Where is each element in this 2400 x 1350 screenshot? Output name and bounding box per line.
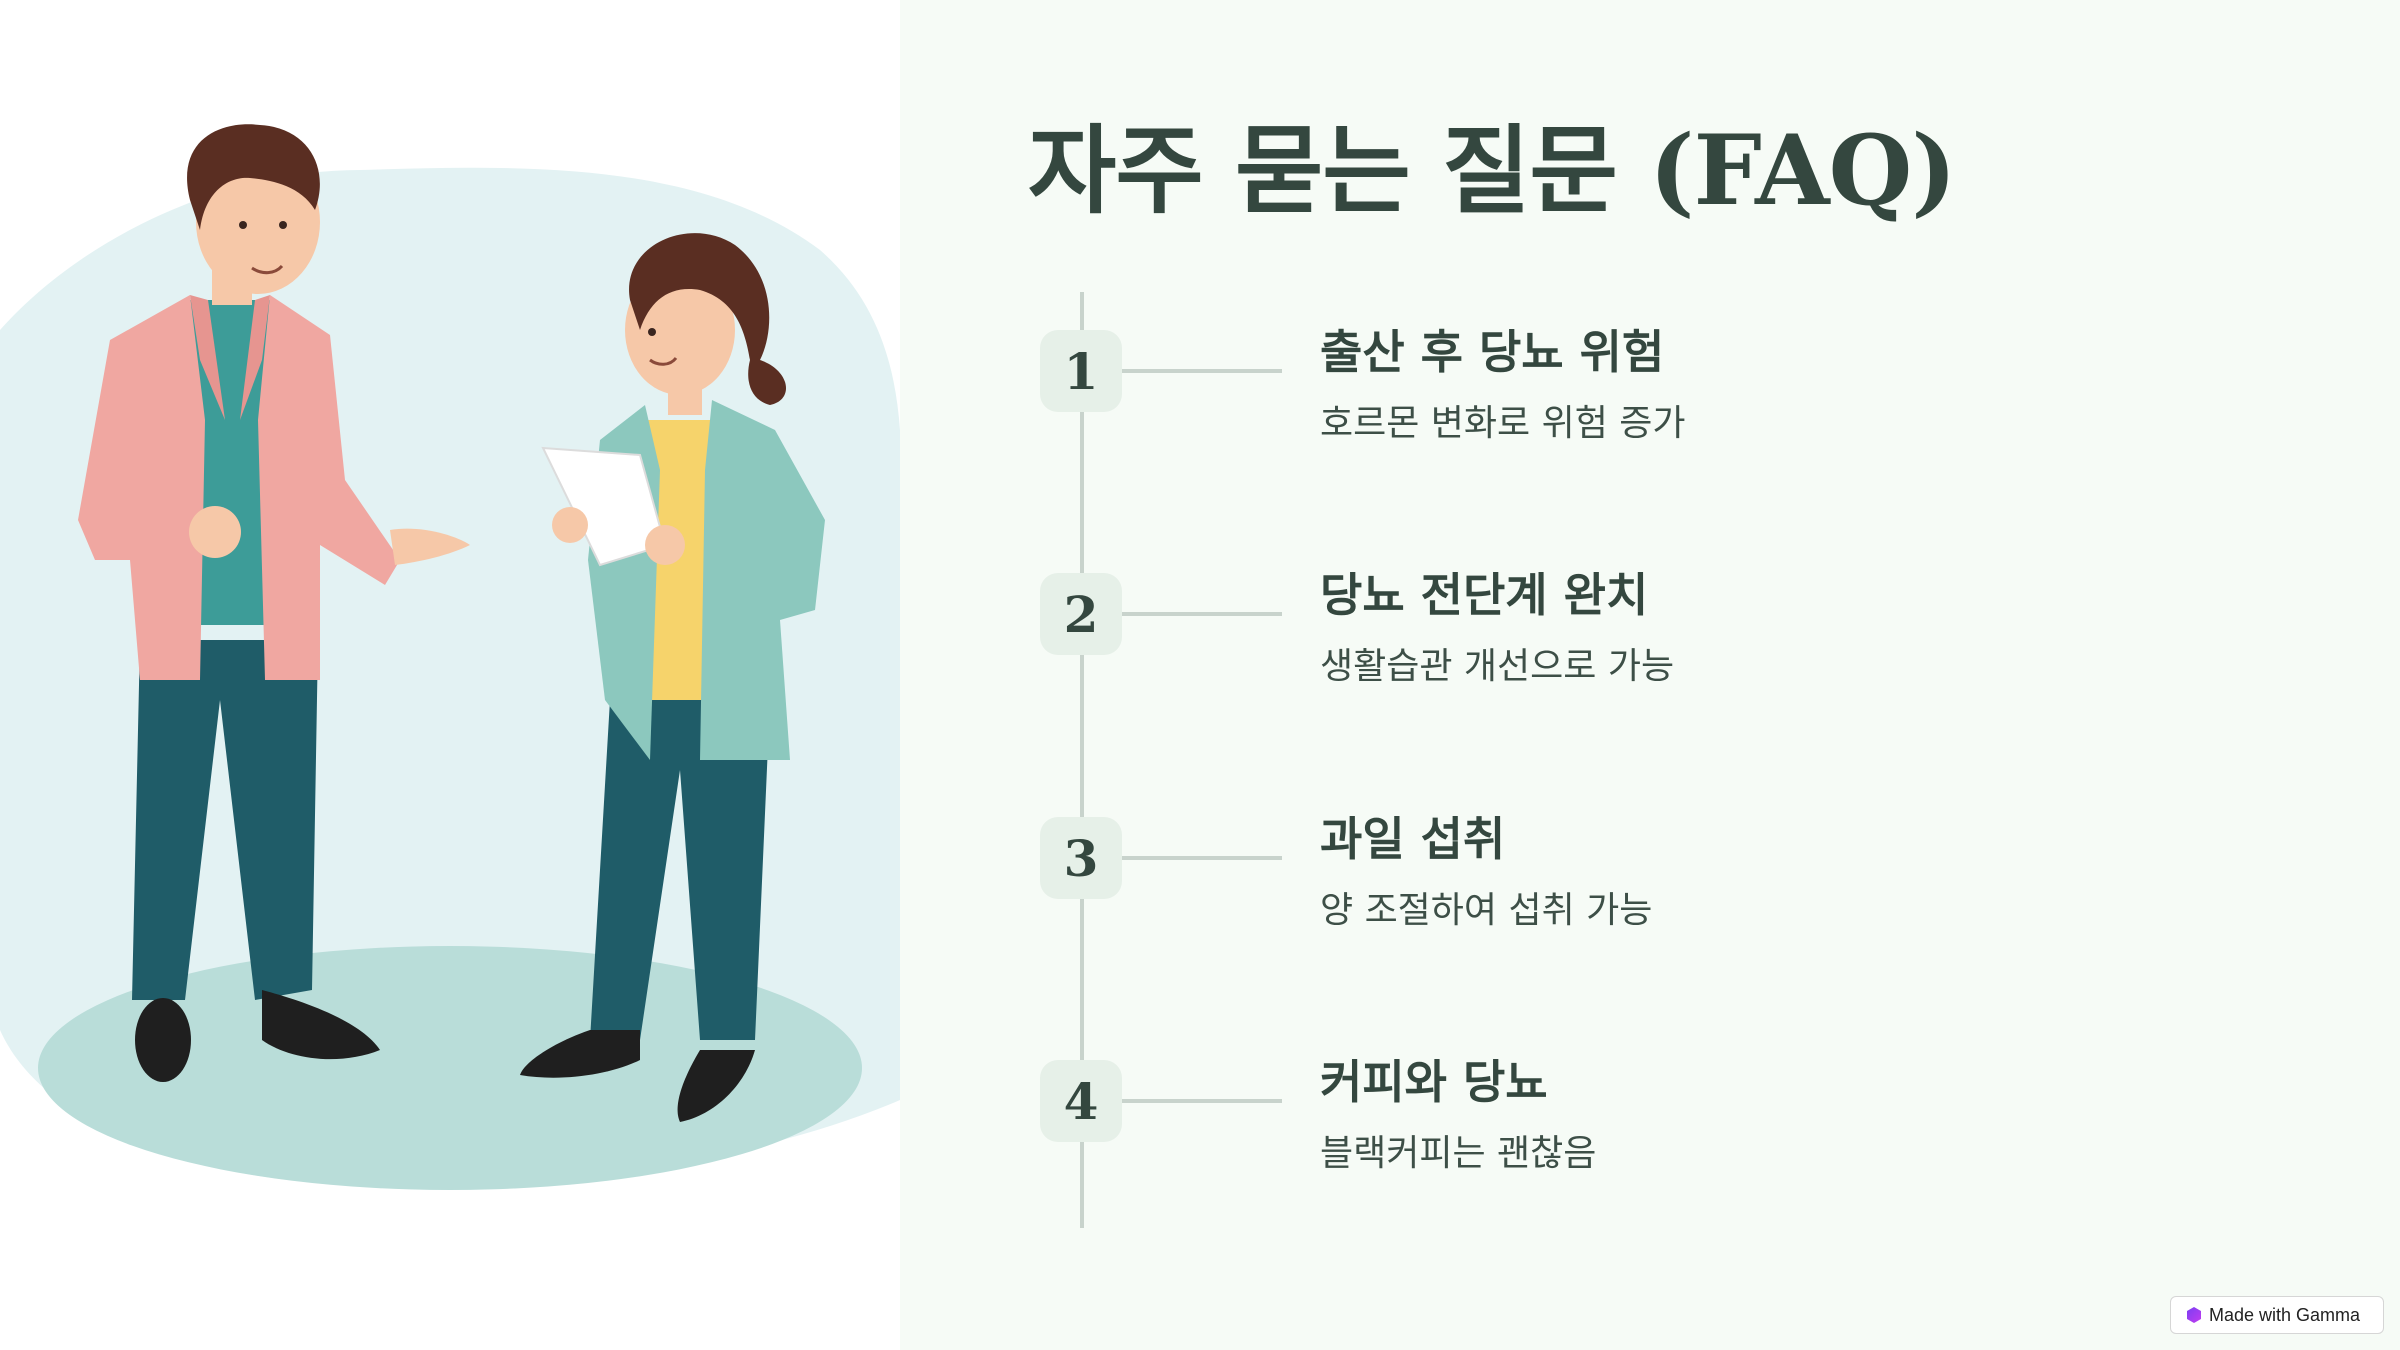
faq-question: 커피와 당뇨 [1320, 1055, 1548, 1109]
woman-figure [520, 233, 825, 1122]
faq-question: 당뇨 전단계 완치 [1320, 568, 1649, 622]
faq-answer: 호르몬 변화로 위험 증가 [1320, 403, 1686, 444]
faq-item-3: 3 과일 섭취 양 조절하여 섭취 가능 [1040, 812, 2240, 997]
faq-number-badge: 3 [1040, 817, 1122, 899]
faq-answer: 양 조절하여 섭취 가능 [1320, 890, 1653, 931]
faq-item-4: 4 커피와 당뇨 블랙커피는 괜찮음 [1040, 1055, 2240, 1240]
timeline-connector [1122, 369, 1282, 373]
faq-answer: 블랙커피는 괜찮음 [1320, 1133, 1597, 1174]
faq-item-2: 2 당뇨 전단계 완치 생활습관 개선으로 가능 [1040, 568, 2240, 753]
faq-question: 출산 후 당뇨 위험 [1320, 325, 1665, 379]
illustration-panel [0, 0, 900, 1350]
man-figure [78, 124, 470, 1082]
faq-question: 과일 섭취 [1320, 812, 1506, 866]
page-title: 자주 묻는 질문 (FAQ) [1028, 114, 1957, 227]
timeline-connector [1122, 1099, 1282, 1103]
faq-item-1: 1 출산 후 당뇨 위험 호르몬 변화로 위험 증가 [1040, 325, 2240, 510]
ground-shadow [38, 946, 862, 1190]
faq-number-badge: 4 [1040, 1060, 1122, 1142]
faq-answer: 생활습관 개선으로 가능 [1320, 646, 1675, 687]
timeline-connector [1122, 612, 1282, 616]
gamma-badge-label: Made with Gamma [2209, 1304, 2361, 1325]
gamma-logo-icon [2187, 1307, 2201, 1323]
doctor-patient-illustration [0, 124, 900, 1190]
faq-number-badge: 1 [1040, 330, 1122, 412]
timeline-connector [1122, 856, 1282, 860]
faq-content: 자주 묻는 질문 (FAQ) 1 출산 후 당뇨 위험 호르몬 변화로 위험 증… [900, 0, 2400, 1350]
timeline-line [1080, 292, 1084, 1228]
made-with-gamma-badge[interactable]: Made with Gamma [2170, 1296, 2384, 1334]
faq-number-badge: 2 [1040, 573, 1122, 655]
